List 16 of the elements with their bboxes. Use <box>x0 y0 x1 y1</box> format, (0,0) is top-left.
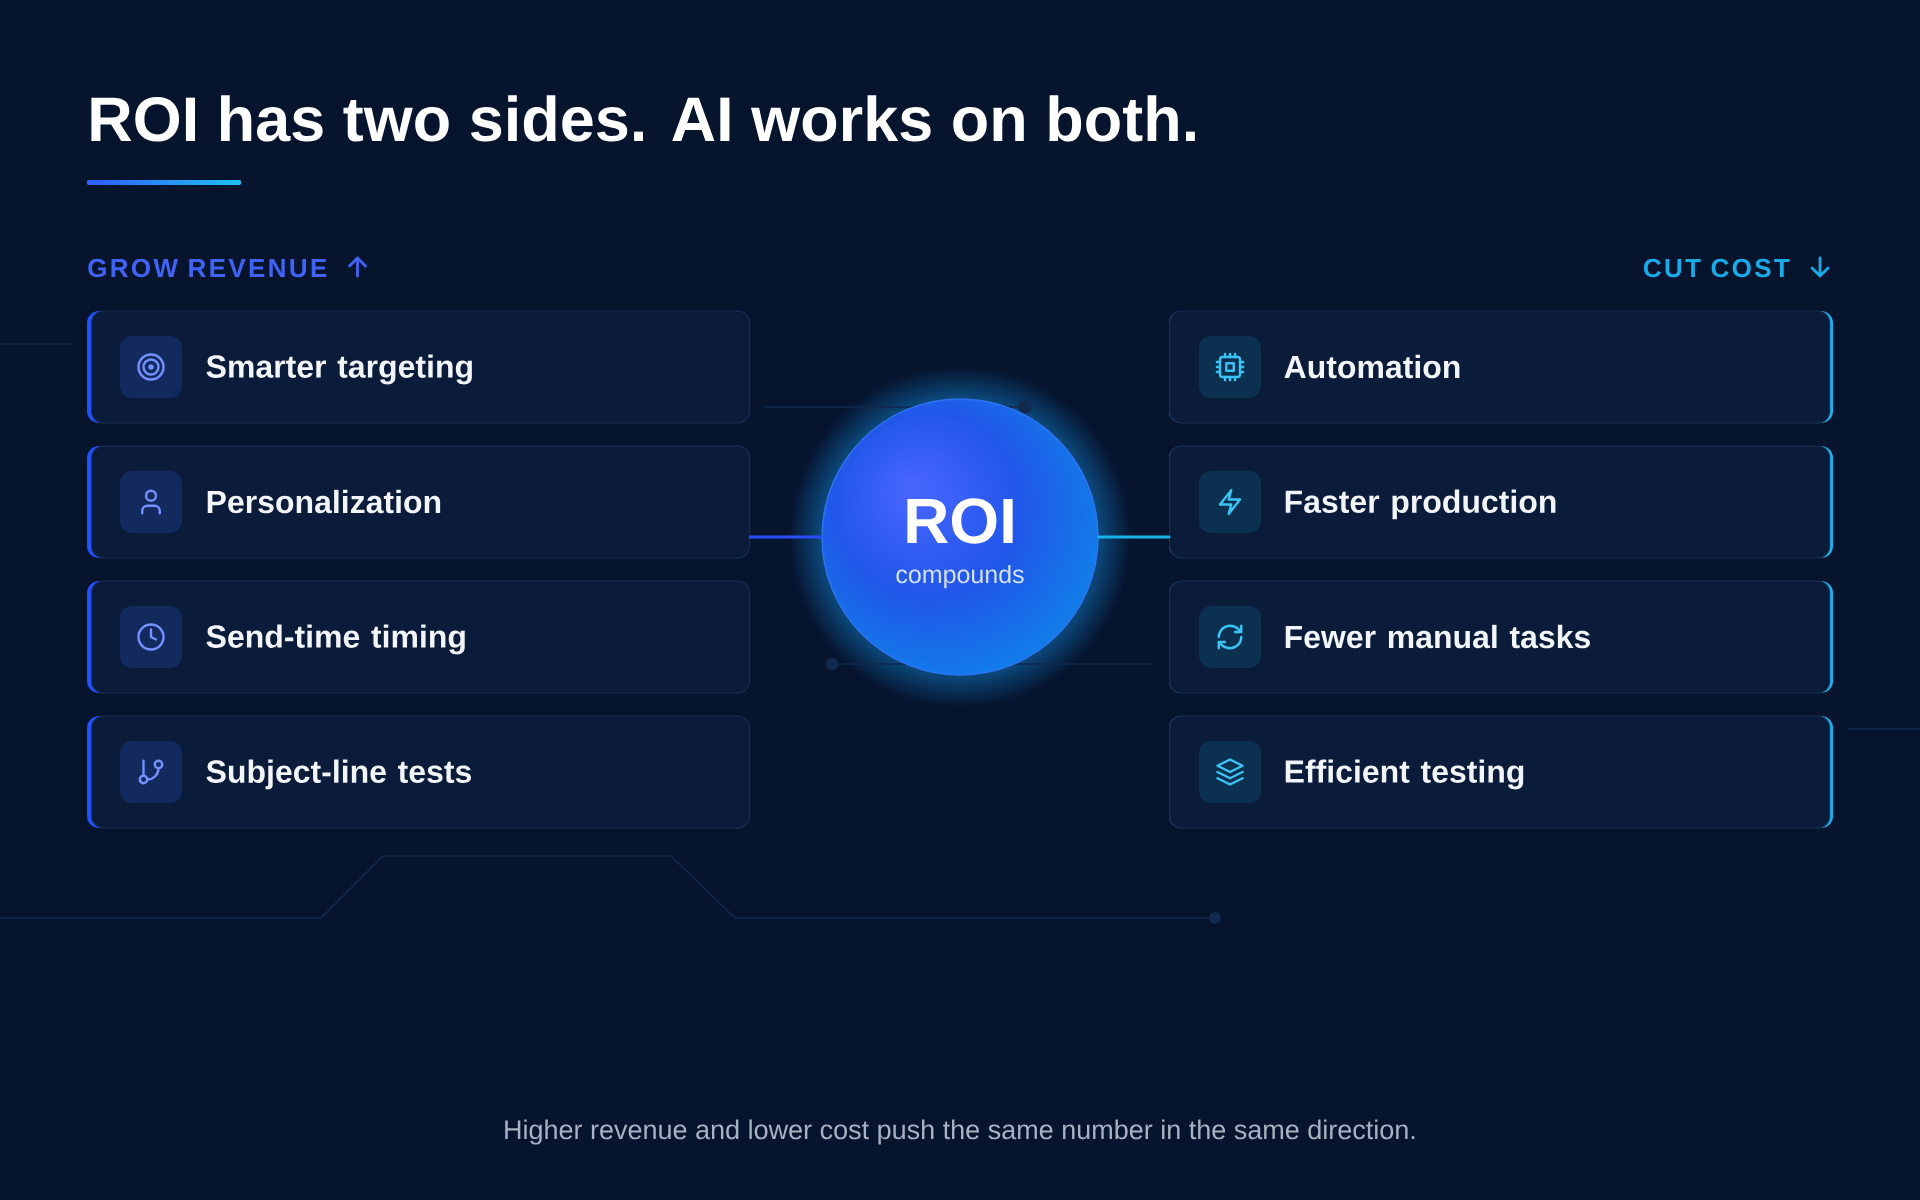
circle-subtitle: compounds <box>896 564 1024 589</box>
feature-card: Efficient testing <box>1169 715 1833 829</box>
feature-card: Personalization <box>87 445 751 559</box>
feature-card: Automation <box>1169 310 1833 424</box>
connector-line <box>748 535 823 539</box>
feature-card: Faster production <box>1169 445 1833 559</box>
circle-title: ROI <box>907 498 1013 544</box>
connector-line <box>1097 535 1171 539</box>
feature-card: Fewer manual tasks <box>1169 580 1833 694</box>
feature-card: Send-time timing <box>87 580 751 694</box>
feature-card: Smarter targeting <box>87 310 751 424</box>
title: ROI has two sides. AI works on both. <box>91 95 1195 142</box>
feature-card: Subject-line tests <box>87 715 751 829</box>
column-heading: CUT COST <box>1643 258 1790 278</box>
column-heading: GROW REVENUE <box>88 258 327 278</box>
caption: Higher revenue and lower cost push the same number in the same direction. <box>505 1119 1415 1145</box>
